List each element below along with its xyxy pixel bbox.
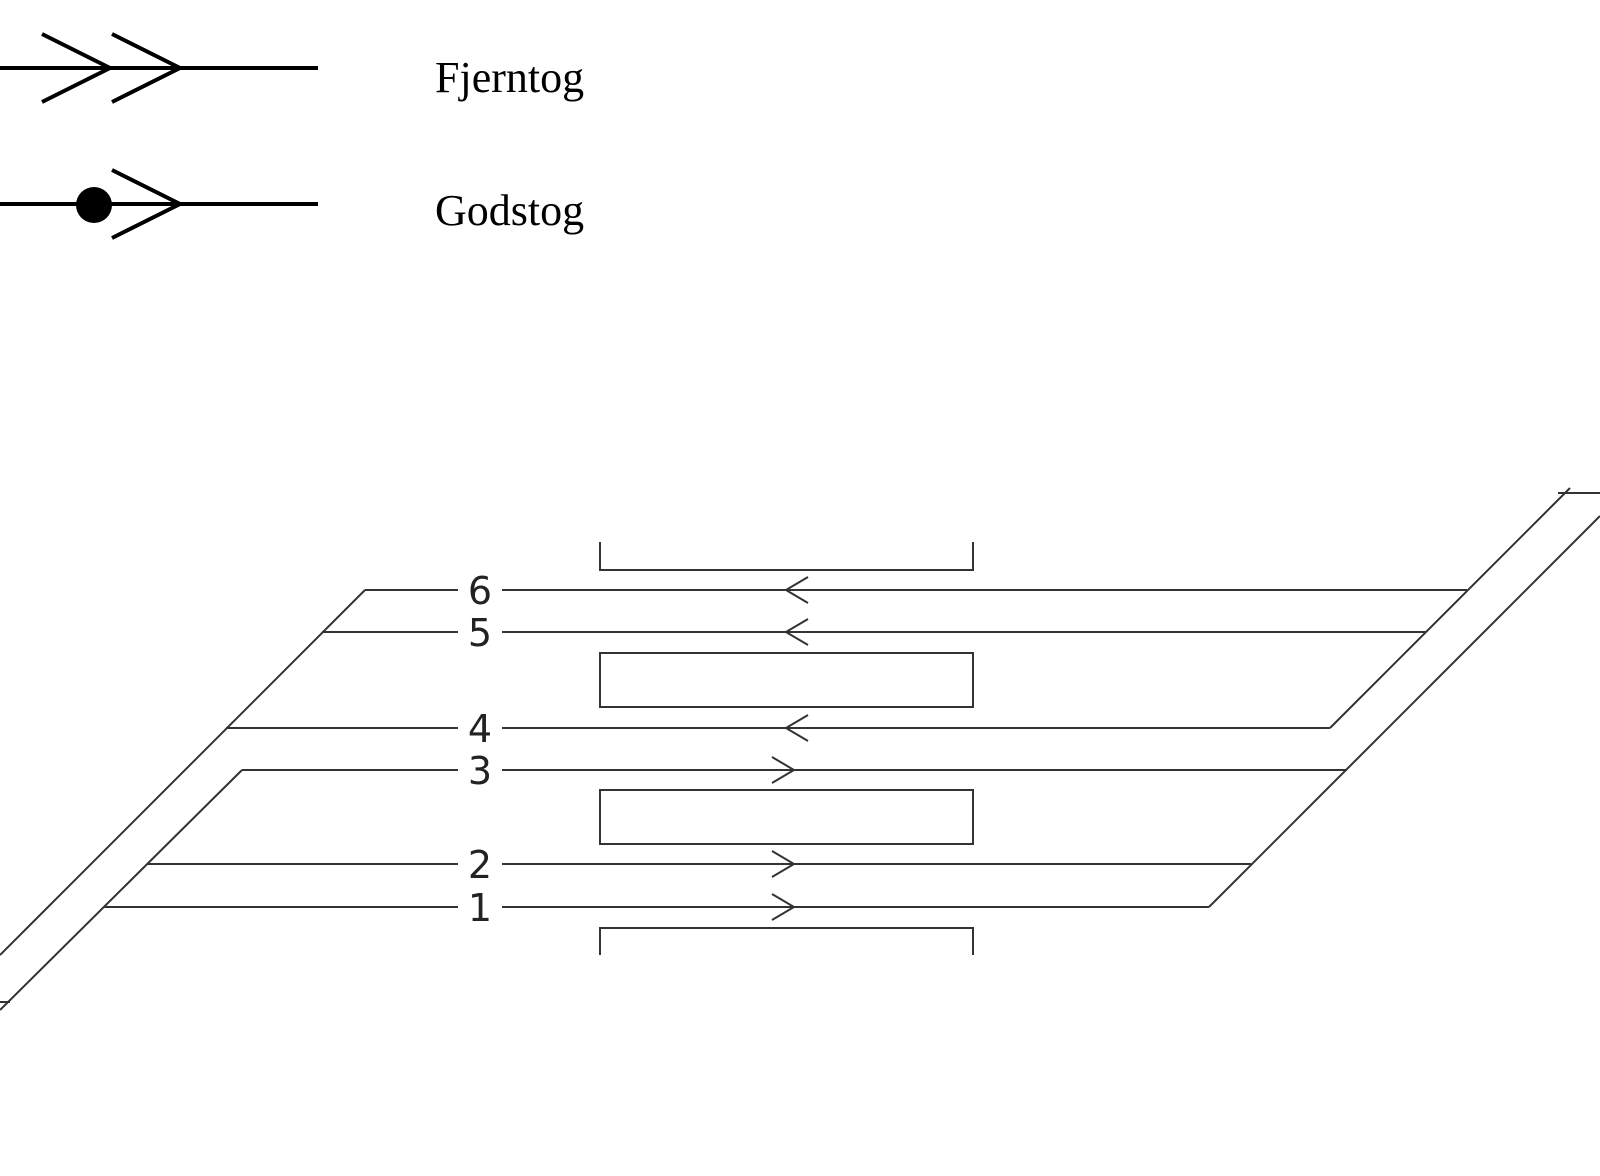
platform-middle-lower — [599, 789, 974, 845]
track-numbers: 6 5 4 3 2 1 — [468, 569, 492, 930]
station-layout — [0, 487, 1600, 1011]
track-number-5: 5 — [468, 611, 492, 655]
left-diagonal-outer — [0, 589, 366, 956]
track-number-4: 4 — [468, 707, 492, 751]
track-4-arrow-left-icon — [784, 714, 809, 742]
track-number-6: 6 — [468, 569, 492, 613]
platform-middle-upper — [599, 652, 974, 708]
track-3-arrow-right-icon — [771, 756, 796, 784]
legend-fjerntog-symbol — [0, 32, 318, 104]
track-number-2: 2 — [468, 843, 492, 887]
legend-fjerntog-label: Fjerntog — [435, 53, 585, 102]
track-number-1: 1 — [468, 886, 492, 930]
track-number-3: 3 — [468, 749, 492, 793]
legend-godstog-label: Godstog — [435, 186, 585, 235]
right-diagonal-inner — [1329, 487, 1571, 729]
track-2-arrow-right-icon — [771, 850, 796, 878]
track-1-arrow-right-icon — [771, 893, 796, 921]
right-diagonal-outer — [1208, 515, 1600, 908]
platform-top — [599, 542, 974, 571]
legend-godstog-symbol — [0, 168, 318, 240]
left-diagonal-inner — [0, 769, 243, 1011]
track-5-arrow-left-icon — [784, 618, 809, 646]
track-6-arrow-left-icon — [784, 576, 809, 604]
platform-bottom — [599, 927, 974, 955]
